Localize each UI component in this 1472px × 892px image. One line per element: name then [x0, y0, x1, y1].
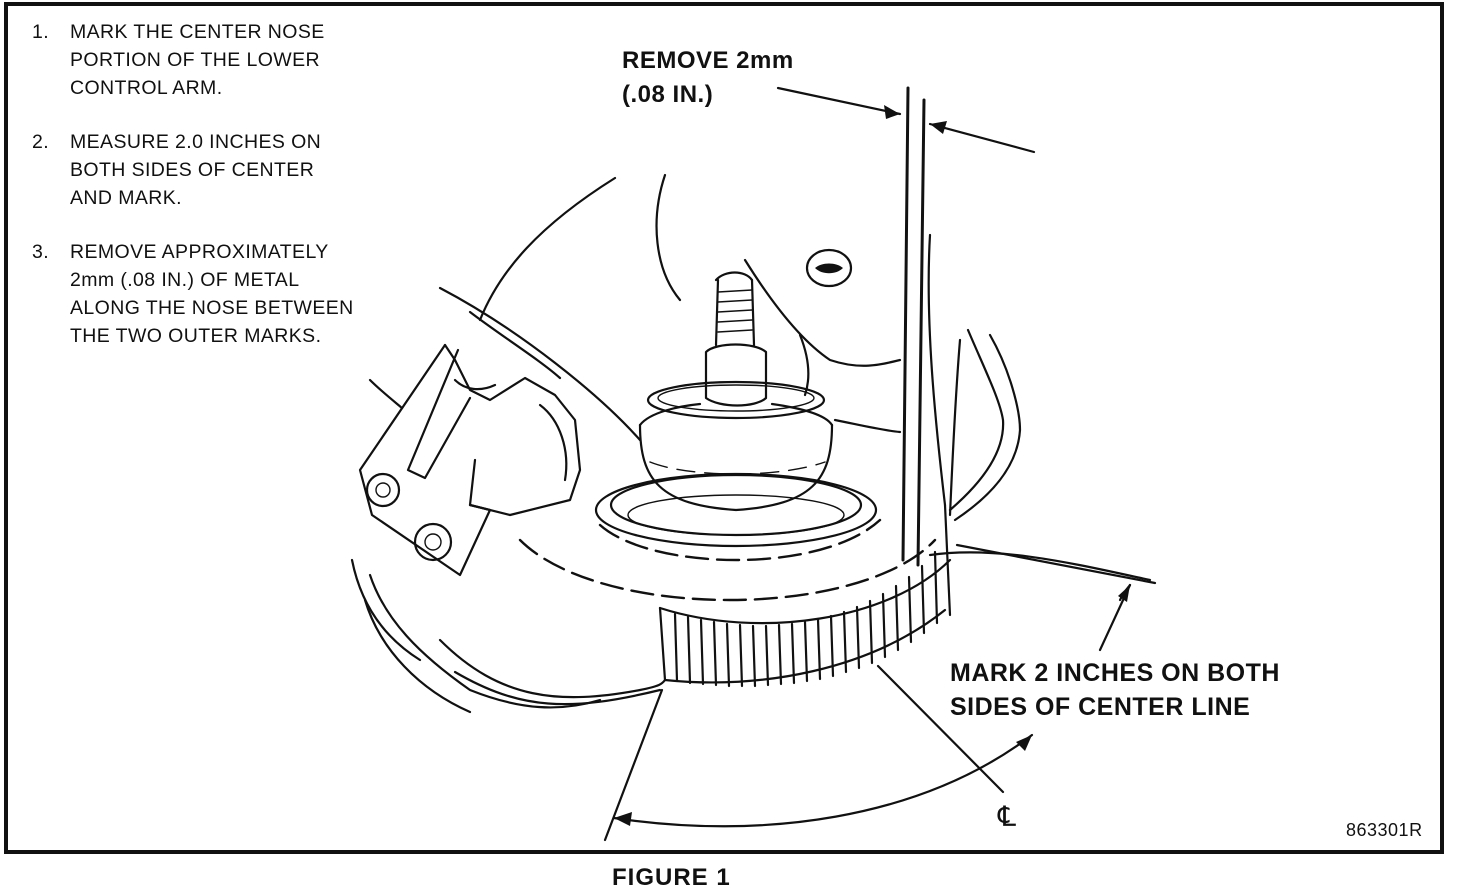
- step-text-line: PORTION OF THE LOWER: [70, 49, 320, 71]
- arrowhead-icon: [1016, 735, 1032, 751]
- figure-caption: FIGURE 1: [612, 864, 731, 891]
- step-text-line: REMOVE APPROXIMATELY: [70, 241, 329, 263]
- remove-callout: REMOVE 2mm (.08 IN.): [622, 44, 794, 112]
- instruction-step-2: 2. MEASURE 2.0 INCHES ON BOTH SIDES OF C…: [30, 128, 450, 212]
- centerline-symbol: ℄: [998, 802, 1016, 833]
- step-number: 2.: [32, 131, 50, 153]
- instruction-list: 1. MARK THE CENTER NOSE PORTION OF THE L…: [30, 18, 450, 376]
- bolt-head-icon: [413, 522, 453, 562]
- step-text-line: 2mm (.08 IN.) OF METAL: [70, 269, 300, 291]
- instruction-step-3: 3. REMOVE APPROXIMATELY 2mm (.08 IN.) OF…: [30, 238, 450, 350]
- remove-callout-line: (.08 IN.): [622, 81, 714, 108]
- arrowhead-icon: [930, 121, 947, 134]
- step-text-line: MARK THE CENTER NOSE: [70, 21, 325, 43]
- mark-callout-line: MARK 2 INCHES ON BOTH: [950, 659, 1280, 687]
- step-text-line: AND MARK.: [70, 187, 182, 209]
- arrowhead-icon: [614, 812, 632, 826]
- step-number: 1.: [32, 21, 50, 43]
- step-text-line: BOTH SIDES OF CENTER: [70, 159, 315, 181]
- figure-code: 863301R: [1346, 820, 1423, 840]
- arrowhead-icon: [884, 105, 900, 119]
- step-text-line: MEASURE 2.0 INCHES ON: [70, 131, 322, 153]
- mark-dimension: [603, 583, 1132, 842]
- figure-frame: [4, 2, 1444, 854]
- instruction-step-1: 1. MARK THE CENTER NOSE PORTION OF THE L…: [30, 18, 450, 102]
- step-text-line: CONTROL ARM.: [70, 77, 223, 99]
- mark-callout-line: SIDES OF CENTER LINE: [950, 693, 1251, 721]
- remove-callout-line: REMOVE 2mm: [622, 47, 794, 74]
- step-text-line: THE TWO OUTER MARKS.: [70, 325, 322, 347]
- control-arm-nose: [438, 503, 952, 706]
- remove-dimension: [776, 86, 1036, 567]
- step-number: 3.: [32, 241, 50, 263]
- control-arm-body: [350, 173, 1157, 714]
- step-text-line: ALONG THE NOSE BETWEEN: [70, 297, 354, 319]
- bolt-head-icon: [365, 472, 401, 508]
- arrowhead-icon: [1118, 585, 1130, 602]
- ball-joint: [518, 248, 937, 602]
- bracket: [358, 343, 582, 577]
- mark-callout: MARK 2 INCHES ON BOTH SIDES OF CENTER LI…: [950, 656, 1280, 724]
